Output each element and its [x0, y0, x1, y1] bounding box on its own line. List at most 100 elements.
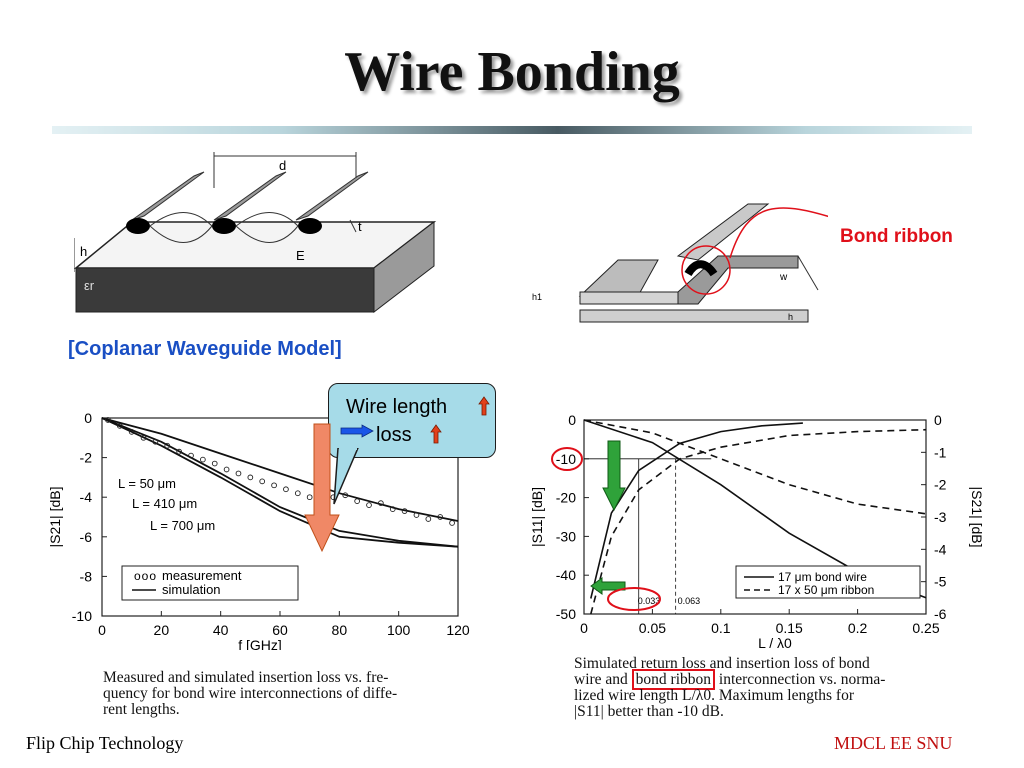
coplanar-waveguide-diagram: d t h E εr — [74, 148, 440, 316]
measurement-point — [259, 478, 266, 485]
x-axis-label: f [GHz] — [238, 637, 282, 650]
x-tick-label: 120 — [446, 622, 470, 638]
y-tick-label-right: -2 — [934, 477, 947, 493]
y-tick-label: -50 — [556, 606, 576, 622]
cpw-caption: [Coplanar Waveguide Model] — [68, 338, 342, 360]
curve-annotation: L = 50 μm — [118, 476, 176, 491]
right-caption-line2: wire and bond ribbon interconnection vs.… — [574, 669, 886, 690]
y-tick-label-right: -3 — [934, 509, 947, 525]
y-tick-label: -30 — [556, 528, 576, 544]
measurement-point — [247, 474, 254, 481]
footer-right: MDCL EE SNU — [834, 733, 953, 753]
y-tick-label-right: -5 — [934, 574, 947, 590]
measurement-point — [378, 500, 384, 506]
legend-entry: simulation — [162, 582, 221, 597]
series-line-1 — [101, 417, 459, 548]
x-tick-label: 0.05 — [639, 620, 666, 636]
measurement-point — [401, 508, 408, 514]
y-axis-label-right: |S21| [dB] — [969, 487, 985, 548]
x-tick-label: 0 — [98, 622, 106, 638]
highlight-circle-minus10 — [551, 447, 583, 471]
x-tick-label: 0.25 — [912, 620, 939, 636]
measurement-point — [152, 438, 159, 445]
y-tick-label-right: -1 — [934, 444, 947, 460]
measurement-point — [283, 486, 289, 493]
measurement-point — [449, 520, 455, 526]
legend-entry: 17 x 50 μm ribbon — [778, 583, 874, 597]
footer-left: Flip Chip Technology — [26, 733, 184, 753]
x-tick-label: 0 — [580, 620, 588, 636]
y-axis-label: |S21| [dB] — [47, 487, 63, 548]
y-axis-label: |S11| [dB] — [529, 487, 545, 547]
right-caption-line1: Simulated return loss and insertion loss… — [574, 655, 870, 672]
measurement-point — [366, 502, 372, 508]
y-tick-label: -10 — [72, 608, 92, 624]
y-tick-label: -20 — [556, 490, 576, 506]
legend-entry: 17 μm bond wire — [778, 570, 867, 584]
measurement-point — [389, 506, 396, 512]
measurement-point — [425, 516, 432, 522]
legend-box — [735, 565, 921, 599]
left-caption-line3: rent lengths. — [103, 701, 180, 718]
right-caption-line3: lized wire length L/λ0. Maximum lengths … — [574, 687, 854, 704]
up-arrow-icon — [430, 424, 442, 444]
slide-title: Wire Bonding — [344, 41, 680, 103]
series-line-3 — [583, 419, 927, 515]
measurement-point — [235, 470, 242, 477]
bond-ribbon-diagram: w h1 h — [532, 203, 828, 323]
up-arrow-icon — [478, 396, 490, 416]
x-tick-label: 80 — [332, 622, 348, 638]
measurement-point — [140, 434, 147, 441]
highlight-circle-0033 — [607, 587, 661, 611]
cpw-label-h: h — [80, 244, 87, 259]
y-tick-label-right: -4 — [934, 541, 947, 557]
ribbon-label-w: w — [779, 272, 788, 283]
x-tick-label: 0.2 — [848, 620, 868, 636]
x-axis-label: L / λ0 — [758, 635, 792, 650]
cpw-label-d: d — [279, 158, 286, 173]
measurement-point — [164, 442, 171, 449]
measurement-point — [437, 514, 444, 520]
down-arrow-icon — [602, 440, 626, 512]
series-line-0 — [101, 417, 459, 522]
measurement-point — [306, 494, 313, 501]
x-tick-label: 60 — [272, 622, 288, 638]
measurement-point — [342, 492, 349, 499]
measurement-point — [354, 498, 360, 505]
measurement-point — [116, 423, 123, 429]
x-tick-label: 0.15 — [776, 620, 803, 636]
legend-entry: measurement — [162, 568, 242, 583]
y-tick-label: -4 — [80, 489, 93, 505]
y-tick-label: -10 — [556, 451, 576, 467]
measurement-point — [223, 466, 230, 473]
measurement-point — [188, 452, 194, 459]
legend-marker-circles: ooo — [134, 569, 157, 583]
x-tick-label: 20 — [154, 622, 170, 638]
cpw-label-t: t — [358, 219, 362, 234]
legend-box — [121, 565, 299, 601]
curve-annotation: L = 410 μm — [132, 496, 197, 511]
measurement-point — [271, 482, 277, 489]
series-line-2 — [590, 428, 927, 615]
callout-line2: loss — [376, 424, 412, 446]
y-tick-label: -8 — [80, 568, 93, 584]
y-tick-label: 0 — [568, 412, 576, 428]
wire-length-callout — [328, 383, 496, 458]
ribbon-label-h1: h1 — [532, 292, 542, 302]
measurement-point — [211, 460, 218, 467]
right-arrow-icon — [340, 424, 374, 438]
measurement-point — [176, 448, 182, 455]
value-annotation: 0.033 — [638, 596, 661, 606]
left-caption-line1: Measured and simulated insertion loss vs… — [103, 669, 389, 686]
y-tick-label: -6 — [80, 529, 93, 545]
left-caption-line2: quency for bond wire interconnections of… — [103, 685, 398, 702]
y-tick-label: -2 — [80, 450, 93, 466]
measurement-point — [294, 490, 301, 497]
title-divider — [52, 126, 972, 134]
series-line-2 — [101, 417, 459, 548]
y-tick-label: 0 — [84, 410, 92, 426]
callout-pointer — [333, 448, 359, 505]
bond-ribbon-label: Bond ribbon — [840, 226, 953, 247]
